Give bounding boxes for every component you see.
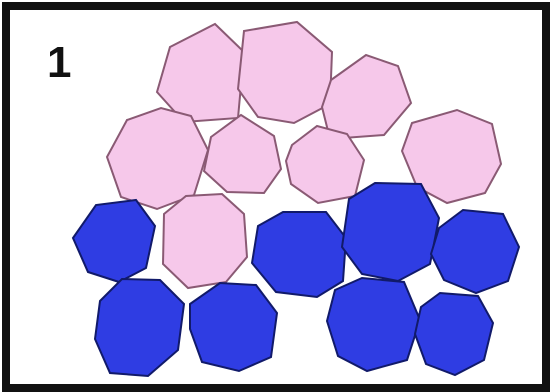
blue-cell xyxy=(342,183,439,281)
blue-cell xyxy=(190,283,277,371)
blue-cell xyxy=(327,278,420,371)
panel-number: 1 xyxy=(47,38,71,87)
